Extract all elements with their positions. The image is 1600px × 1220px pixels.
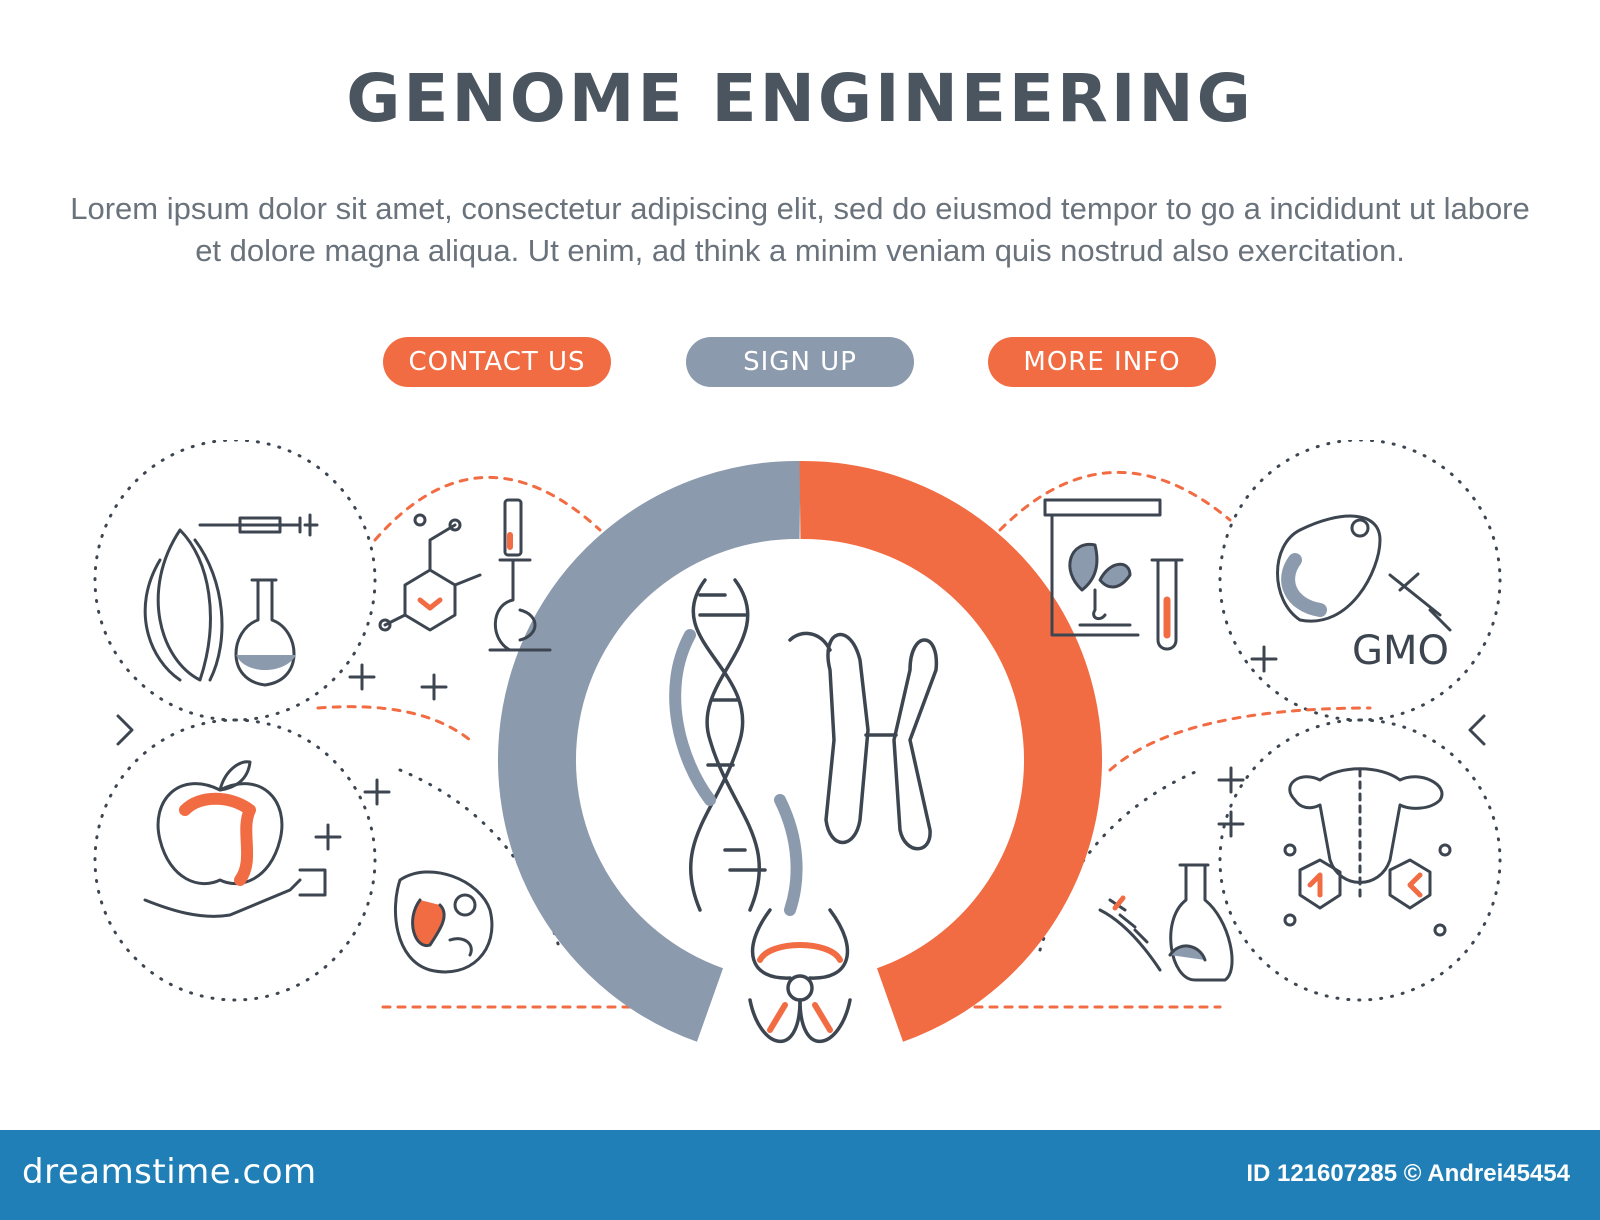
dashed-arc-left-top — [373, 476, 602, 542]
dotted-circle-top-right — [1218, 440, 1502, 722]
dashed-arc-left-mid — [316, 705, 472, 742]
meat-injection-icon — [1276, 514, 1452, 632]
dashed-arc-right-mid — [1108, 706, 1372, 772]
chromosome-icon — [788, 631, 939, 851]
dotted-circle-bottom-right — [1218, 718, 1502, 1002]
chevron-left-icon — [1468, 714, 1486, 746]
genome-illustration: GMO — [93, 440, 1502, 1044]
molecule-icon — [378, 513, 482, 632]
dotted-connector-left — [398, 768, 562, 952]
sheep-clone-icon — [1283, 767, 1452, 937]
ring-orange-segment — [799, 460, 1103, 1042]
dashed-arc-right-top — [998, 470, 1232, 532]
biohazard-icon — [748, 908, 852, 1044]
plant-test-icon — [1043, 498, 1162, 637]
apple-hand-icon — [143, 760, 327, 918]
sign-up-button[interactable]: SIGN UP — [686, 337, 914, 387]
footer-bar: dreamstime.com ID 121607285 © Andrei4545… — [0, 1130, 1600, 1220]
cell-icon — [393, 870, 494, 974]
page-title: GENOME ENGINEERING — [346, 60, 1254, 137]
microscope-icon — [488, 498, 552, 652]
more-info-button[interactable]: MORE INFO — [988, 337, 1216, 387]
page-description: Lorem ipsum dolor sit amet, consectetur … — [70, 191, 1530, 268]
dotted-circle-bottom-left — [93, 718, 377, 1002]
footer-image-id: ID 121607285 © Andrei45454 — [1246, 1160, 1570, 1187]
corn-icon — [143, 528, 224, 682]
contact-us-button[interactable]: CONTACT US — [383, 337, 611, 387]
chevron-right-icon — [116, 714, 134, 746]
test-tube-icon — [1150, 558, 1184, 651]
wheat-flask-icon — [1098, 863, 1234, 982]
flask-icon — [234, 578, 296, 687]
dna-icon — [669, 578, 803, 916]
footer-logo[interactable]: dreamstime.com — [22, 1152, 317, 1192]
gmo-label: GMO — [1352, 628, 1449, 674]
plus-icons — [314, 645, 1278, 851]
ring-grey-segment — [497, 460, 801, 1042]
dotted-circle-top-left — [93, 440, 377, 722]
syringe-icon — [198, 513, 319, 537]
